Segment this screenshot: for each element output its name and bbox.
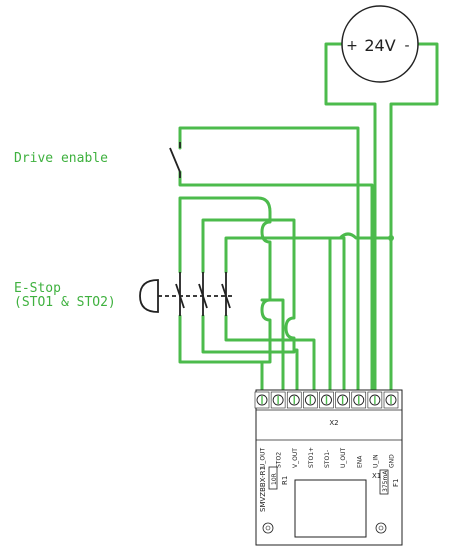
terminal-pin-labels: U_OUT STO2 V_OUT STO1+ STO1- U_OUT ENA U_IN GND [260, 447, 396, 468]
screw-icon [254, 391, 270, 409]
wire-u-out-right [338, 236, 346, 398]
estop-label-line2: (STO1 & STO2) [14, 295, 116, 310]
screw-icon [367, 391, 383, 409]
estop-label-line1: E-Stop [14, 281, 61, 296]
wire-loop-middle [201, 218, 296, 354]
terminal-pin-label: U_IN [372, 454, 379, 468]
wire-enable-top [178, 126, 360, 398]
terminal-pin-label: STO1- [324, 450, 331, 468]
power-supply-circle [341, 5, 419, 83]
screw-icon [319, 391, 334, 409]
module-body [255, 389, 403, 546]
resistor-symbol [268, 466, 278, 490]
estop-icon [139, 272, 232, 316]
resistor-value: 10R [271, 473, 278, 485]
header-outline [294, 479, 367, 538]
wire-loop-outer [178, 196, 272, 364]
power-supply: + 24V - [341, 5, 419, 83]
screw-icon [335, 391, 350, 409]
terminal-pin-label: GND [389, 454, 396, 468]
wire-loop-inner [224, 232, 392, 274]
fuse-ref: F1 [392, 479, 400, 487]
mount-icon [262, 522, 274, 534]
wire-supply-plus [324, 42, 377, 398]
wire-u-out-left [256, 360, 264, 398]
screw-icon [286, 391, 302, 409]
power-supply-plus: + [346, 38, 358, 54]
wire-sto2 [260, 298, 285, 398]
terminal-pin-label: U_OUT [340, 447, 347, 468]
drive-enable-label: Drive enable [14, 151, 108, 166]
wire-enable-bottom [178, 170, 374, 394]
wires [178, 42, 439, 398]
terminal-pin-label: STO1+ [308, 447, 315, 468]
wire-v-out [292, 348, 299, 398]
connector-label: X2 [329, 419, 338, 427]
power-supply-voltage: 24V [364, 36, 395, 55]
mount-icon [375, 522, 387, 534]
terminal-screws [254, 391, 399, 409]
wire-supply-minus [389, 42, 439, 398]
terminal-pin-label: STO2 [276, 452, 283, 468]
terminal-pin-label: ENA [356, 455, 363, 468]
screw-icon [383, 391, 399, 409]
junction-dot [388, 235, 394, 241]
power-supply-minus: - [404, 38, 409, 54]
header-ref: X1 [372, 472, 381, 480]
terminal-pin-label: U_OUT [260, 447, 267, 468]
screw-icon [303, 391, 318, 409]
wire-inner-return [224, 314, 316, 398]
fuse-symbol [379, 469, 389, 495]
module-part-number: SMVZBBX-R1 [259, 466, 267, 512]
switch-icon [169, 142, 181, 178]
screw-icon [270, 391, 286, 409]
fuse-value: 375mA [382, 470, 389, 492]
resistor-ref: R1 [281, 476, 289, 485]
terminal-pin-label: V_OUT [292, 448, 299, 468]
screw-icon [351, 391, 367, 409]
